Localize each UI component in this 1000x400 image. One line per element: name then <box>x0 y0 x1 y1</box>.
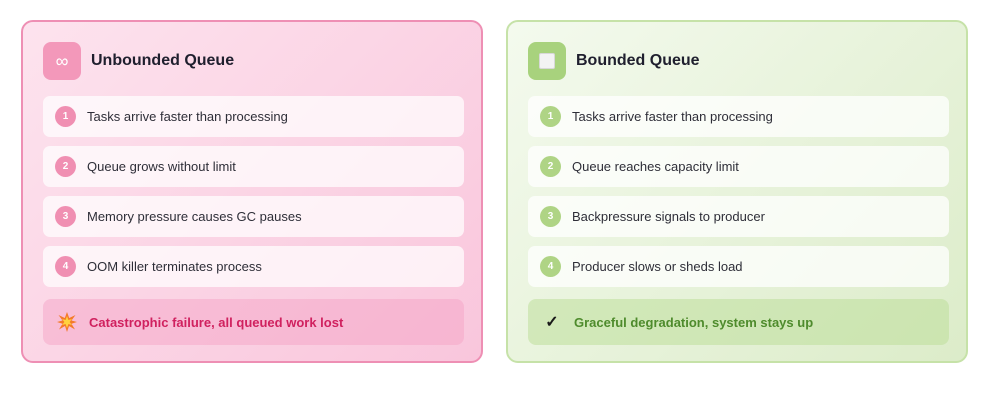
outcome-text: Catastrophic failure, all queued work lo… <box>89 314 344 330</box>
unbounded-queue-panel: ∞ Unbounded Queue 1 Tasks arrive faster … <box>21 20 483 363</box>
step-item: 1 Tasks arrive faster than processing <box>43 96 464 137</box>
step-text: Memory pressure causes GC pauses <box>87 209 302 224</box>
panel-title: Bounded Queue <box>576 52 700 69</box>
step-item: 2 Queue reaches capacity limit <box>528 146 949 187</box>
checkmark-icon: ✓ <box>545 314 559 331</box>
step-number-badge: 3 <box>540 206 561 227</box>
step-text: OOM killer terminates process <box>87 259 262 274</box>
outcome-banner: Catastrophic failure, all queued work lo… <box>43 299 464 345</box>
step-text: Producer slows or sheds load <box>572 259 743 274</box>
panel-title: Unbounded Queue <box>91 52 235 69</box>
step-item: 1 Tasks arrive faster than processing <box>528 96 949 137</box>
infinity-icon: ∞ <box>43 42 81 80</box>
step-list: 1 Tasks arrive faster than processing 2 … <box>528 96 949 296</box>
step-number-badge: 1 <box>540 106 561 127</box>
outcome-text: Graceful degradation, system stays up <box>574 314 814 330</box>
step-text: Tasks arrive faster than processing <box>572 109 773 124</box>
panel-header: ∞ Unbounded Queue <box>43 42 234 80</box>
step-number-badge: 3 <box>55 206 76 227</box>
step-item: 3 Memory pressure causes GC pauses <box>43 196 464 237</box>
step-number-badge: 2 <box>55 156 76 177</box>
step-list: 1 Tasks arrive faster than processing 2 … <box>43 96 464 296</box>
step-text: Tasks arrive faster than processing <box>87 109 288 124</box>
step-number-badge: 2 <box>540 156 561 177</box>
step-number-badge: 1 <box>55 106 76 127</box>
outcome-banner: ✓ Graceful degradation, system stays up <box>528 299 949 345</box>
explosion-icon <box>56 311 78 333</box>
step-item: 4 Producer slows or sheds load <box>528 246 949 287</box>
panel-header: Bounded Queue <box>528 42 700 80</box>
step-item: 2 Queue grows without limit <box>43 146 464 187</box>
box-icon <box>528 42 566 80</box>
step-number-badge: 4 <box>540 256 561 277</box>
step-item: 4 OOM killer terminates process <box>43 246 464 287</box>
step-text: Queue grows without limit <box>87 159 236 174</box>
bounded-queue-panel: Bounded Queue 1 Tasks arrive faster than… <box>506 20 968 363</box>
step-text: Queue reaches capacity limit <box>572 159 739 174</box>
step-number-badge: 4 <box>55 256 76 277</box>
step-item: 3 Backpressure signals to producer <box>528 196 949 237</box>
step-text: Backpressure signals to producer <box>572 209 765 224</box>
